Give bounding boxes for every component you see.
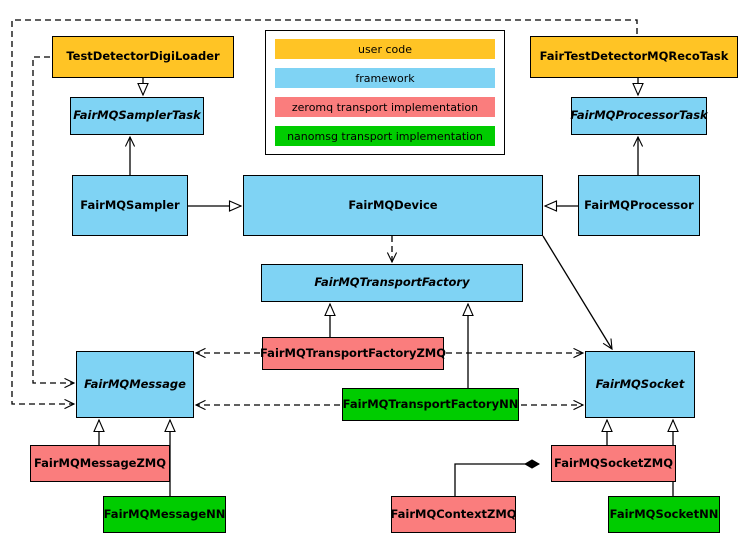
class-box-label: FairMQTransportFactoryZMQ [260, 345, 447, 360]
class-box-fairtestdetector-mqreco-task[interactable]: FairTestDetectorMQRecoTask [530, 36, 738, 78]
legend-row-zeromq: zeromq transport implementation [275, 97, 495, 117]
class-box-fairmq-transport-factory-zmq[interactable]: FairMQTransportFactoryZMQ [260, 337, 447, 370]
class-box-label: FairTestDetectorMQRecoTask [539, 49, 729, 64]
class-box-label: FairMQContextZMQ [390, 506, 517, 521]
class-box-label: FairMQMessage [84, 376, 186, 391]
class-box-fairmq-processor-task[interactable]: FairMQProcessorTask [570, 97, 708, 135]
class-box-fairmq-transport-factory[interactable]: FairMQTransportFactory [261, 264, 523, 302]
connector-group [11, 19, 679, 496]
class-box-label: FairMQMessageZMQ [33, 455, 167, 470]
legend-row-nanomsg: nanomsg transport implementation [275, 126, 495, 146]
class-box-label: FairMQSocketZMQ [554, 455, 673, 470]
class-box-fairmq-sampler-task[interactable]: FairMQSamplerTask [70, 97, 204, 135]
class-box-label: FairMQDevice [348, 197, 438, 212]
connector-edge-digiloader-message-inner [32, 56, 74, 383]
legend-label: user code [357, 42, 413, 56]
class-box-fairmq-message-nn[interactable]: FairMQMessageNN [103, 496, 226, 533]
class-box-label: TestDetectorDigiLoader [66, 49, 220, 64]
class-box-label: FairMQSampler [80, 197, 180, 212]
connector-edge-contextzmq-socketzmq [454, 459, 541, 496]
class-box-label: FairMQSamplerTask [73, 108, 201, 123]
class-box-label: FairMQMessageNN [103, 506, 226, 521]
class-box-fairmq-processor[interactable]: FairMQProcessor [578, 175, 700, 236]
class-box-label: FairMQSocket [595, 376, 685, 391]
class-box-test-detector-digi-loader[interactable]: TestDetectorDigiLoader [52, 36, 234, 78]
class-box-fairmq-sampler[interactable]: FairMQSampler [72, 175, 188, 236]
connector-edge-device-socket [542, 235, 612, 349]
legend-label: framework [355, 71, 415, 85]
legend-row-framework: framework [275, 68, 495, 88]
class-box-fairmq-message-zmq[interactable]: FairMQMessageZMQ [30, 445, 170, 482]
class-box-fairmq-socket[interactable]: FairMQSocket [585, 351, 695, 418]
class-box-label: FairMQProcessorTask [570, 108, 708, 123]
class-box-label: FairMQTransportFactoryNN [342, 396, 519, 411]
legend-row-user_code: user code [275, 39, 495, 59]
legend-label: nanomsg transport implementation [287, 129, 483, 143]
connector-edge-recotask-message-outer [11, 19, 638, 404]
class-box-fairmq-socket-nn[interactable]: FairMQSocketNN [608, 496, 720, 533]
class-box-fairmq-device[interactable]: FairMQDevice [243, 175, 543, 236]
class-box-fairmq-socket-zmq[interactable]: FairMQSocketZMQ [551, 445, 676, 482]
color-legend: user code framework zeromq transport imple… [265, 30, 505, 155]
class-box-label: FairMQSocketNN [609, 506, 719, 521]
class-box-fairmq-message[interactable]: FairMQMessage [76, 351, 194, 418]
class-box-fairmq-transport-factory-nn[interactable]: FairMQTransportFactoryNN [342, 388, 519, 421]
class-box-label: FairMQProcessor [584, 197, 694, 212]
legend-label: zeromq transport implementation [291, 100, 479, 114]
class-box-fairmq-context-zmq[interactable]: FairMQContextZMQ [390, 496, 517, 533]
class-box-label: FairMQTransportFactory [314, 275, 470, 290]
